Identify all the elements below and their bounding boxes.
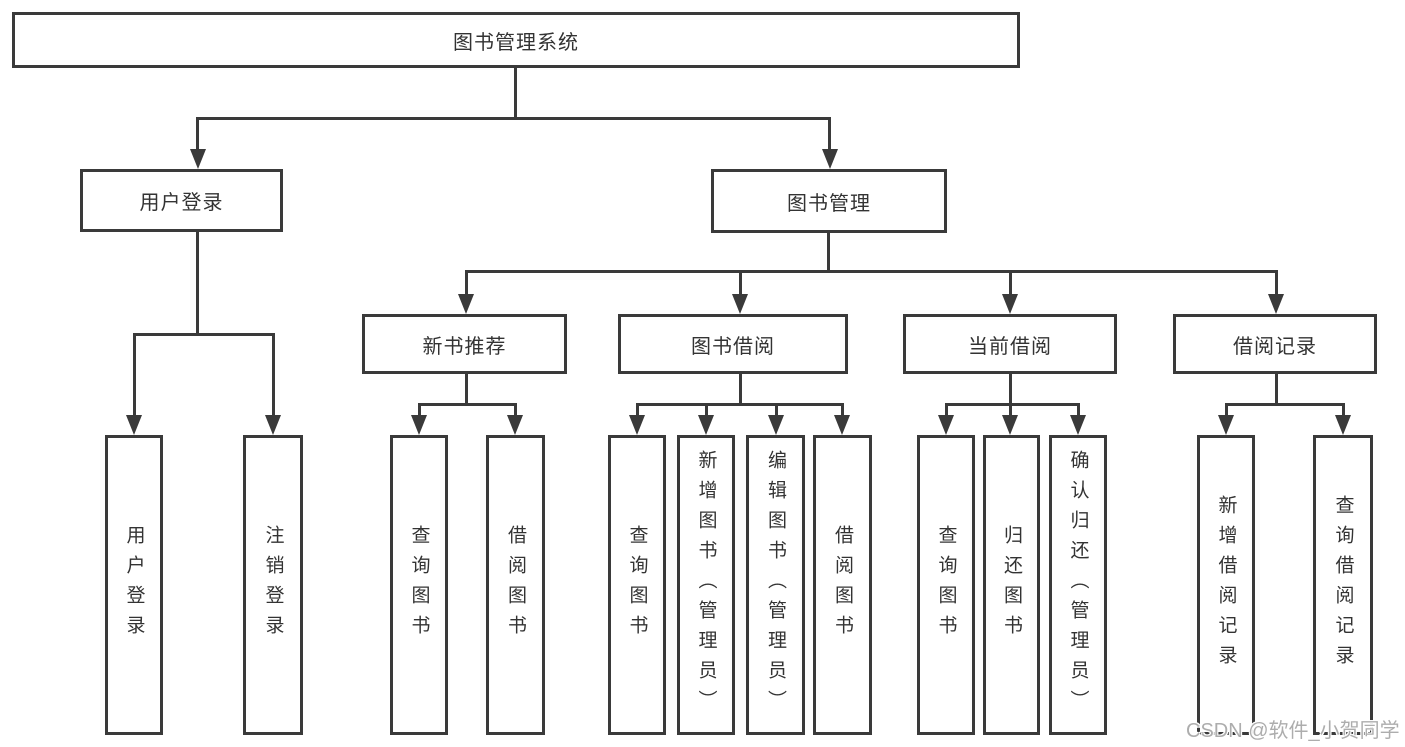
node-label: 借阅记录 <box>1233 335 1317 358</box>
connector-shaft <box>1077 403 1080 419</box>
arrow-down-icon <box>507 415 523 435</box>
leaf-borrow-books-1: 借阅图书 <box>486 435 545 735</box>
arrow-down-icon <box>1218 415 1234 435</box>
connector-shaft <box>465 270 468 298</box>
connector-level1-rail <box>196 117 831 120</box>
connector-shaft <box>1225 403 1228 419</box>
leaf-add-books-admin: 新增图书（管理员） <box>677 435 735 735</box>
connector-shaft <box>1342 403 1345 419</box>
connector-stem <box>1275 374 1278 406</box>
arrow-down-icon <box>126 415 142 435</box>
arrow-down-icon <box>1002 294 1018 314</box>
node-label: 用户登录 <box>139 192 224 214</box>
node-book-borrowing: 图书借阅 <box>618 314 848 374</box>
leaf-label: 用户登录 <box>123 525 145 645</box>
node-new-book-recommend: 新书推荐 <box>362 314 567 374</box>
connector-shaft <box>828 117 831 153</box>
arrow-down-icon <box>1268 294 1284 314</box>
arrow-down-icon <box>629 415 645 435</box>
leaf-label: 归还图书 <box>1001 525 1022 645</box>
leaf-label: 确认归还（管理员） <box>1067 450 1089 720</box>
csdn-watermark: CSDN @软件_小贺同学 <box>1186 720 1400 742</box>
connector-shaft <box>705 403 708 419</box>
leaf-label: 借阅图书 <box>505 525 526 645</box>
node-book-management: 图书管理 <box>711 169 947 233</box>
connector-shaft <box>272 333 275 419</box>
connector-shaft <box>775 403 778 419</box>
connector-shaft <box>418 403 421 419</box>
connector-rail <box>133 333 275 336</box>
connector-rail <box>1225 403 1345 406</box>
leaf-logout: 注销登录 <box>243 435 303 735</box>
connector-shaft <box>739 270 742 298</box>
connector-stem <box>1009 374 1012 419</box>
leaf-query-borrow-record: 查询借阅记录 <box>1313 435 1373 735</box>
connector-book-mgmt-stem <box>827 232 830 273</box>
node-library-system: 图书管理系统 <box>12 12 1020 68</box>
arrow-down-icon <box>265 415 281 435</box>
leaf-query-books-1: 查询图书 <box>390 435 448 735</box>
leaf-label: 查询图书 <box>626 525 648 645</box>
leaf-label: 查询图书 <box>935 525 957 645</box>
connector-user-login-stem <box>196 232 199 335</box>
leaf-label: 借阅图书 <box>832 525 853 645</box>
connector-shaft <box>196 117 199 153</box>
node-label: 图书管理系统 <box>453 31 579 54</box>
connector-shaft <box>514 403 517 419</box>
connector-shaft <box>1275 270 1278 298</box>
leaf-add-borrow-record: 新增借阅记录 <box>1197 435 1255 735</box>
leaf-query-books-3: 查询图书 <box>917 435 975 735</box>
arrow-down-icon <box>190 149 206 169</box>
arrow-down-icon <box>1070 415 1086 435</box>
arrow-down-icon <box>732 294 748 314</box>
connector-rail <box>945 403 1080 406</box>
arrow-down-icon <box>458 294 474 314</box>
leaf-label: 注销登录 <box>262 525 284 645</box>
connector-shaft <box>636 403 639 419</box>
node-current-borrowing: 当前借阅 <box>903 314 1117 374</box>
node-label: 图书借阅 <box>691 335 775 358</box>
leaf-confirm-return-admin: 确认归还（管理员） <box>1049 435 1107 735</box>
arrow-down-icon <box>1002 415 1018 435</box>
leaf-query-books-2: 查询图书 <box>608 435 666 735</box>
leaf-edit-books-admin: 编辑图书（管理员） <box>746 435 805 735</box>
connector-rail <box>418 403 517 406</box>
connector-stem <box>739 374 742 406</box>
connector-shaft <box>1009 270 1012 298</box>
arrow-down-icon <box>768 415 784 435</box>
arrow-down-icon <box>1335 415 1351 435</box>
leaf-label: 查询借阅记录 <box>1332 495 1354 675</box>
leaf-label: 查询图书 <box>408 525 430 645</box>
node-label: 图书管理 <box>787 192 871 215</box>
leaf-label: 新增图书（管理员） <box>695 450 717 720</box>
node-label: 当前借阅 <box>968 335 1052 358</box>
connector-shaft <box>945 403 948 419</box>
leaf-label: 新增借阅记录 <box>1215 495 1237 675</box>
leaf-borrow-books-2: 借阅图书 <box>813 435 872 735</box>
node-user-login: 用户登录 <box>80 169 283 232</box>
node-label: 新书推荐 <box>422 335 507 358</box>
connector-shaft <box>133 333 136 419</box>
connector-root-stem <box>514 68 517 118</box>
arrow-down-icon <box>822 149 838 169</box>
arrow-down-icon <box>834 415 850 435</box>
arrow-down-icon <box>411 415 427 435</box>
connector-level2-rail <box>465 270 1278 273</box>
leaf-label: 编辑图书（管理员） <box>765 450 786 720</box>
arrow-down-icon <box>938 415 954 435</box>
node-borrow-records: 借阅记录 <box>1173 314 1377 374</box>
connector-stem <box>465 374 468 406</box>
leaf-return-books: 归还图书 <box>983 435 1040 735</box>
connector-shaft <box>841 403 844 419</box>
arrow-down-icon <box>698 415 714 435</box>
connector-rail <box>636 403 844 406</box>
leaf-user-login: 用户登录 <box>105 435 163 735</box>
